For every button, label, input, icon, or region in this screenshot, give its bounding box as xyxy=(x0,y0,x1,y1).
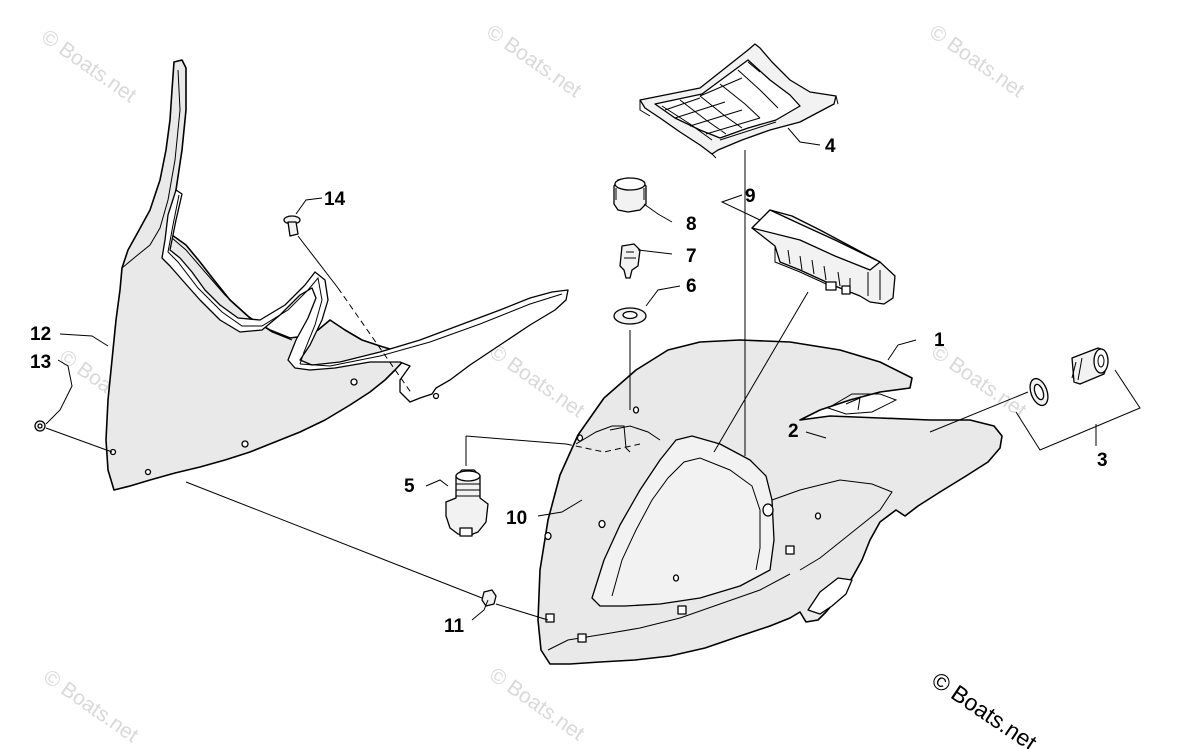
well-nut-part-11 xyxy=(481,589,497,607)
watermark: © Boats.net xyxy=(925,20,1028,102)
callout-13: 13 xyxy=(30,352,51,373)
mount-hole xyxy=(350,378,358,386)
callout-5: 5 xyxy=(404,476,415,497)
bezel-nut-part xyxy=(613,307,647,325)
watermark: © Boats.net xyxy=(485,340,588,422)
push-rivet-part-14 xyxy=(283,215,301,237)
leader-9 xyxy=(720,194,761,221)
key-cap-part xyxy=(613,177,647,213)
ignition-switch-part xyxy=(445,469,489,537)
assembly-line-well-nut-hood xyxy=(495,603,549,621)
watermark: © Boats.net xyxy=(39,665,142,747)
callout-3: 3 xyxy=(1097,450,1108,471)
callout-7: 7 xyxy=(686,246,697,267)
assembly-line-module xyxy=(713,291,809,453)
callout-14: 14 xyxy=(324,189,346,210)
callout-6: 6 xyxy=(686,276,697,297)
callout-9: 9 xyxy=(745,186,756,207)
callout-10: 10 xyxy=(506,508,527,529)
watermark: © Boats.net xyxy=(37,25,140,107)
assembly-line-switch xyxy=(465,435,567,466)
leader-1 xyxy=(887,339,917,361)
leader-10 xyxy=(537,499,583,517)
screw-part-13 xyxy=(34,420,46,432)
leader-lines xyxy=(45,127,1097,621)
leader-8 xyxy=(643,203,673,223)
assembly-line-well-nut xyxy=(185,481,483,599)
mount-hole xyxy=(109,448,117,456)
callout-11: 11 xyxy=(444,616,465,637)
callout-8: 8 xyxy=(686,214,697,235)
bracket-3 xyxy=(1015,369,1141,451)
callout-1: 1 xyxy=(934,330,945,351)
assembly-line-screw-13 xyxy=(45,427,113,453)
leader-13 xyxy=(45,359,73,425)
storage-net-tray-part xyxy=(639,43,839,159)
callouts: 1 2 3 4 5 6 7 8 9 10 11 12 13 14 xyxy=(30,136,1108,637)
leader-5 xyxy=(425,479,449,487)
watermark: © Boats.net xyxy=(482,20,585,102)
key-part xyxy=(619,243,641,279)
leader-11 xyxy=(471,599,489,621)
callout-4: 4 xyxy=(825,136,836,157)
leader-7 xyxy=(637,249,673,255)
mount-hole xyxy=(432,392,440,400)
leader-6 xyxy=(645,285,681,307)
mount-hole xyxy=(241,440,249,448)
hood-part xyxy=(537,339,1003,665)
callout-12: 12 xyxy=(30,324,51,345)
callout-2: 2 xyxy=(788,421,799,442)
leader-14 xyxy=(295,197,323,215)
windshield-part xyxy=(105,59,569,491)
leader-2 xyxy=(805,431,827,439)
assembly-line-rivet xyxy=(297,235,339,289)
assembly-line-rivet-hidden xyxy=(337,287,413,395)
mount-hole xyxy=(144,468,152,476)
power-outlet-part xyxy=(1015,347,1141,451)
leader-12 xyxy=(59,333,109,347)
assembly-line-switch-hidden xyxy=(565,443,641,453)
control-module-part xyxy=(751,209,896,305)
watermark: © Boats.net xyxy=(485,663,588,745)
copyright-notice: © Boats.net xyxy=(927,667,1042,749)
watermark: © Boats.net xyxy=(927,340,1030,422)
assembly-line-outlet xyxy=(929,391,1029,433)
leader-4 xyxy=(787,127,821,146)
